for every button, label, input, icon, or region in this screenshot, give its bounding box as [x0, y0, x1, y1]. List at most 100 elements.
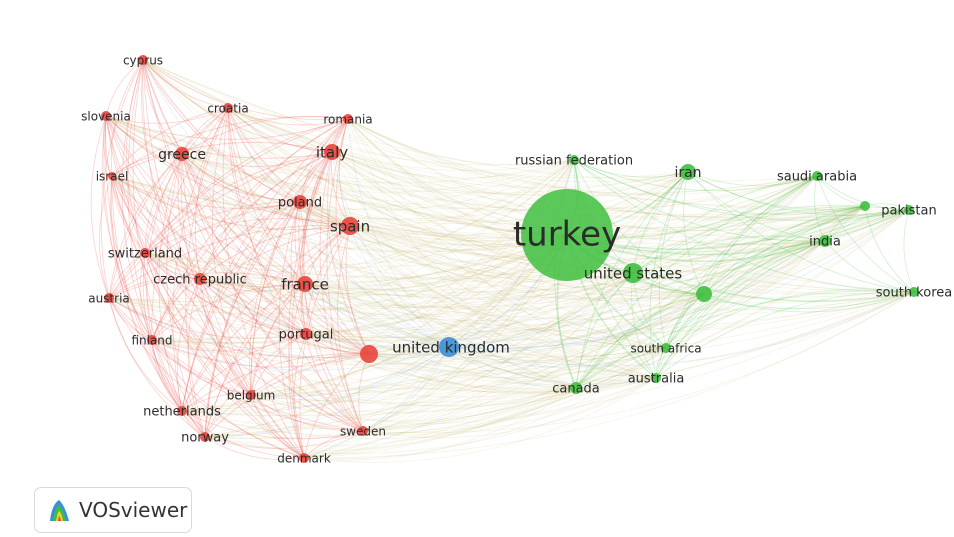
node-austria[interactable] [104, 293, 114, 303]
node-poland[interactable] [293, 195, 307, 209]
node-netherlands[interactable] [177, 406, 187, 416]
label-south-africa[interactable]: south africa [630, 342, 701, 356]
label-pakistan[interactable]: pakistan [881, 204, 936, 219]
node-croatia[interactable] [223, 103, 233, 113]
link-netherlands-south-korea [181, 291, 915, 417]
link-czech-republic-sweden [199, 278, 364, 432]
link-france-canada [304, 283, 577, 389]
link-czech-republic-denmark [199, 278, 305, 459]
node-denmark[interactable] [299, 453, 309, 463]
link-norway-canada [204, 387, 577, 451]
node-australia[interactable] [651, 373, 661, 383]
label-israel[interactable]: israel [96, 170, 129, 184]
link-belgium-south-korea [250, 291, 915, 404]
node-switzerland[interactable] [140, 248, 150, 258]
node-turkey[interactable] [521, 189, 613, 281]
label-saudi-arabia[interactable]: saudi arabia [777, 170, 857, 185]
link-norway-india [204, 240, 826, 438]
node-india[interactable] [819, 235, 831, 247]
link-france-austria [108, 272, 306, 299]
label-norway[interactable]: norway [181, 431, 229, 446]
link-sweden-south-africa [362, 347, 667, 433]
link-portugal-pakistan [305, 209, 910, 339]
vosviewer-logo[interactable]: VOSviewer [34, 487, 192, 533]
node-slovenia[interactable] [101, 111, 111, 121]
link-netherlands-iran [181, 171, 689, 412]
label-italy[interactable]: italy [316, 144, 348, 162]
label-united-states[interactable]: united states [584, 265, 683, 283]
label-denmark[interactable]: denmark [277, 452, 331, 466]
node-norway[interactable] [200, 432, 210, 442]
link-greece-france [181, 153, 306, 285]
node-russian-federation[interactable] [569, 155, 579, 165]
link-israel-united-states [111, 175, 634, 283]
node-iran[interactable] [680, 164, 696, 180]
node-czech-republic[interactable] [194, 273, 206, 285]
node-greece[interactable] [175, 147, 189, 161]
link-israel-china [111, 175, 705, 300]
label-croatia[interactable]: croatia [207, 102, 248, 116]
label-netherlands[interactable]: netherlands [143, 405, 221, 420]
label-switzerland[interactable]: switzerland [108, 247, 182, 262]
node-south-korea[interactable] [909, 287, 919, 297]
label-australia[interactable]: australia [628, 372, 685, 387]
label-russian-federation[interactable]: russian federation [515, 154, 633, 169]
label-belgium[interactable]: belgium [227, 389, 276, 403]
node-romania[interactable] [343, 114, 353, 124]
link-greece-israel [111, 153, 183, 177]
node-spain[interactable] [341, 217, 359, 235]
node-saudi-arabia[interactable] [812, 171, 822, 181]
label-france[interactable]: france [281, 276, 329, 294]
node-south-africa[interactable] [661, 343, 671, 353]
label-spain[interactable]: spain [330, 218, 370, 236]
node-cyprus[interactable] [138, 55, 148, 65]
link-spain-russian-federation [349, 159, 575, 228]
label-greece[interactable]: greece [158, 147, 206, 163]
node-italy[interactable] [324, 144, 340, 160]
link-italy-south-africa [331, 151, 667, 349]
label-portugal[interactable]: portugal [279, 328, 334, 343]
link-croatia-israel [111, 107, 229, 177]
link-france-south-korea [304, 283, 915, 334]
node-united-states[interactable] [623, 263, 643, 283]
node-canada[interactable] [570, 382, 582, 394]
label-canada[interactable]: canada [552, 382, 600, 397]
link-austria-china [108, 293, 705, 342]
node-finland[interactable] [147, 335, 157, 345]
label-turkey[interactable]: turkey [513, 215, 621, 255]
node-belgium[interactable] [246, 390, 256, 400]
node-germany[interactable] [360, 345, 378, 363]
node-france[interactable] [297, 276, 313, 292]
label-romania[interactable]: romania [323, 113, 372, 127]
label-finland[interactable]: finland [131, 334, 172, 348]
label-iran[interactable]: iran [674, 165, 701, 181]
label-austria[interactable]: austria [88, 292, 130, 306]
node-unlabeled-green[interactable] [860, 201, 870, 211]
link-spain-united-states [349, 225, 634, 281]
label-poland[interactable]: poland [278, 196, 322, 211]
link-israel-belgium [111, 175, 252, 396]
node-sweden[interactable] [358, 426, 368, 436]
node-portugal[interactable] [300, 328, 312, 340]
link-slovenia-canada [105, 115, 577, 389]
label-united-kingdom[interactable]: united kingdom [392, 339, 510, 357]
link-poland-germany [299, 201, 370, 355]
link-denmark-united-kingdom [303, 346, 450, 459]
node-pakistan[interactable] [904, 205, 914, 215]
link-germany-denmark [303, 353, 370, 459]
label-india[interactable]: india [809, 235, 841, 250]
label-cyprus[interactable]: cyprus [123, 54, 163, 68]
link-austria-turkey [108, 234, 568, 315]
node-china[interactable] [696, 286, 712, 302]
label-south-korea[interactable]: south korea [876, 286, 952, 301]
label-czech-republic[interactable]: czech republic [153, 273, 247, 288]
node-israel[interactable] [108, 172, 116, 180]
label-sweden[interactable]: sweden [340, 425, 386, 439]
link-china-canada [575, 293, 705, 389]
link-czech-republic-united-kingdom [199, 278, 450, 349]
link-cyprus-iran [142, 59, 689, 179]
label-slovenia[interactable]: slovenia [81, 110, 131, 124]
link-cyprus-russian-federation [142, 59, 575, 166]
node-united-kingdom[interactable] [439, 337, 459, 357]
